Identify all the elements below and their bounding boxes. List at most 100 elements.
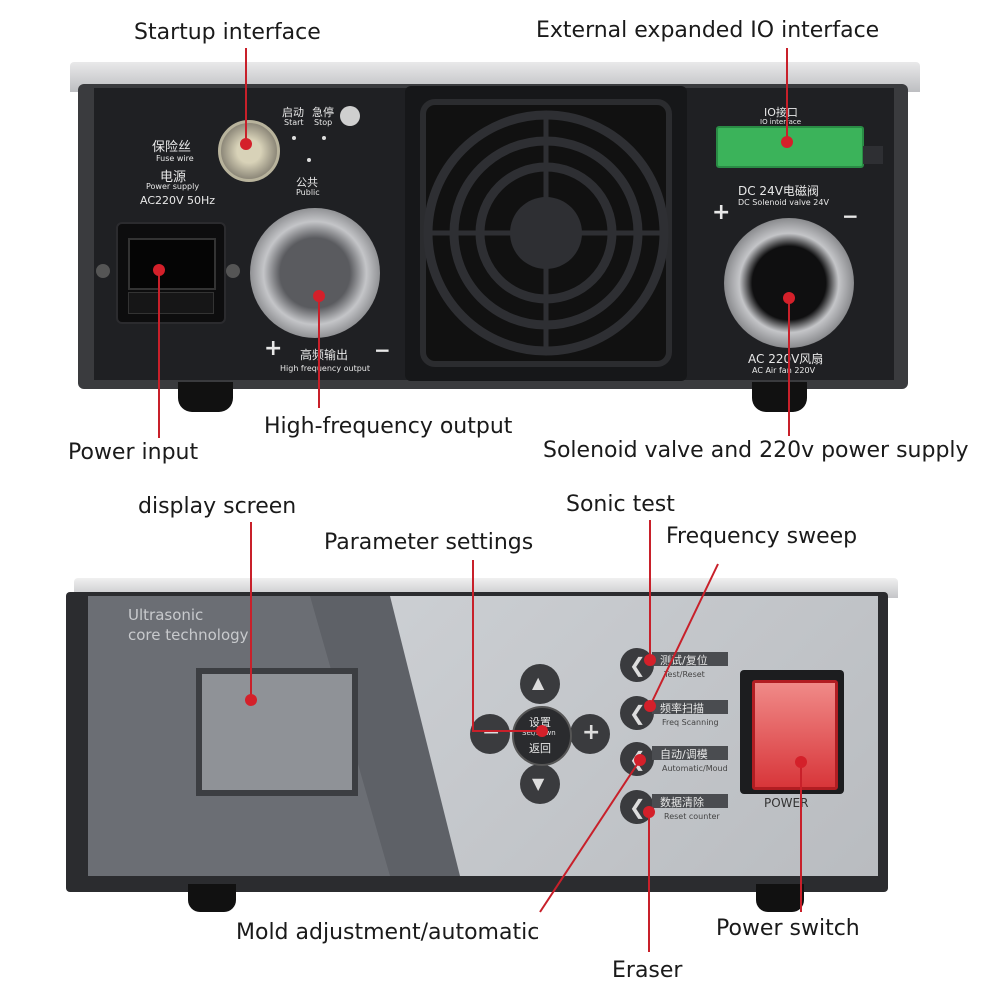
- dpad-minus-button[interactable]: −: [470, 714, 510, 754]
- leader-param-v: [472, 560, 474, 732]
- label-high-frequency-output: High-frequency output: [264, 414, 513, 439]
- stop-label-en: Stop: [314, 118, 333, 127]
- leader-sonic-test: [649, 520, 651, 660]
- startup-connector[interactable]: [218, 120, 280, 182]
- dpad-down-button[interactable]: ▼: [520, 764, 560, 804]
- test-reset-label: 测试/复位: [660, 654, 708, 667]
- label-mold-adjustment: Mold adjustment/automatic: [236, 920, 540, 945]
- public-label-en: Public: [296, 188, 320, 197]
- leader-power-switch: [800, 762, 802, 912]
- arrow-down-icon: ▼: [532, 774, 545, 793]
- leader-startup: [245, 48, 247, 146]
- label-display-screen: display screen: [138, 494, 297, 519]
- leader-display: [250, 522, 252, 702]
- plus-icon: +: [582, 720, 601, 745]
- screw-icon: [226, 264, 240, 278]
- auto-mold-label: 自动/调模: [660, 748, 708, 761]
- ac-rating-label: AC220V 50Hz: [140, 194, 216, 207]
- screw-icon: [340, 106, 360, 126]
- marker-freq-sweep: [644, 700, 656, 712]
- auto-mold-label-en: Automatic/Moud: [662, 764, 728, 773]
- hf-output-label-en: High frequency output: [280, 364, 370, 373]
- fuse-label-en: Fuse wire: [156, 154, 194, 163]
- marker-hf-output: [313, 290, 325, 302]
- label-power-switch: Power switch: [716, 916, 860, 941]
- leader-power-input: [158, 270, 160, 438]
- marker-io: [781, 136, 793, 148]
- marker-power-input: [153, 264, 165, 276]
- hf-output-label: 高频输出: [300, 348, 349, 362]
- brand-line-2: core technology: [128, 626, 249, 644]
- marker-solenoid: [783, 292, 795, 304]
- return-label: 返回: [529, 742, 551, 755]
- power-inlet[interactable]: [116, 222, 226, 324]
- fuse-label: 保险丝: [152, 140, 192, 155]
- dc-minus-label: −: [842, 204, 859, 228]
- ac-fan-label-en: AC Air fan 220V: [752, 366, 816, 375]
- high-frequency-connector[interactable]: [250, 208, 380, 338]
- label-sonic-test: Sonic test: [566, 492, 675, 517]
- front-foot-left: [188, 884, 236, 912]
- power-switch[interactable]: [752, 680, 838, 790]
- io-terminal-block[interactable]: [716, 126, 864, 168]
- dpad-plus-button[interactable]: +: [570, 714, 610, 754]
- leader-solenoid: [788, 300, 790, 436]
- chassis-hex-bolt-icon: [863, 146, 883, 164]
- start-label: 启动: [282, 106, 304, 119]
- dc-solenoid-label-en: DC Solenoid valve 24V: [738, 198, 829, 207]
- power-supply-label: 电源: [160, 170, 187, 185]
- reset-counter-label-en: Reset counter: [664, 812, 720, 821]
- label-power-input: Power input: [68, 440, 199, 465]
- rear-foot-right: [752, 382, 807, 412]
- reset-counter-label: 数据清除: [660, 796, 704, 809]
- plug-socket: [128, 238, 216, 290]
- arrow-up-icon: ▲: [532, 673, 545, 692]
- marker-sonic-test: [644, 654, 656, 666]
- leader-io: [786, 48, 788, 142]
- hf-minus-label: −: [374, 338, 391, 362]
- indicator-led-icon: [292, 136, 296, 140]
- dc-plus-label: +: [712, 200, 731, 225]
- label-eraser: Eraser: [612, 958, 683, 983]
- freq-scan-label: 频率扫描: [660, 702, 704, 715]
- auto-mold-tab: [652, 746, 728, 760]
- marker-eraser: [643, 806, 655, 818]
- io-label: IO接口: [764, 106, 798, 119]
- display-screen: [196, 668, 358, 796]
- leader-param-h: [472, 730, 542, 732]
- public-label: 公共: [296, 176, 318, 189]
- ac-fan-label: AC 220V风扇: [748, 352, 824, 366]
- label-parameter-settings: Parameter settings: [324, 530, 534, 555]
- power-supply-label-en: Power supply: [146, 182, 200, 191]
- rear-foot-left: [178, 382, 233, 412]
- indicator-led-icon: [322, 136, 326, 140]
- label-external-io: External expanded IO interface: [536, 18, 880, 43]
- marker-display: [245, 694, 257, 706]
- leader-eraser: [648, 812, 650, 952]
- leader-hf-output: [318, 296, 320, 408]
- test-reset-label-en: Test/Reset: [664, 670, 705, 679]
- marker-power-switch: [795, 756, 807, 768]
- hf-plus-label: +: [264, 336, 283, 361]
- fuse-drawer[interactable]: [128, 292, 214, 314]
- cooling-fan: [405, 86, 687, 381]
- marker-startup: [240, 138, 252, 150]
- marker-mold: [634, 754, 646, 766]
- label-startup-interface: Startup interface: [134, 20, 321, 45]
- dpad-up-button[interactable]: ▲: [520, 664, 560, 704]
- test-reset-button[interactable]: ❮: [620, 648, 654, 682]
- io-label-en: IO interface: [760, 118, 802, 126]
- screw-icon: [96, 264, 110, 278]
- minus-icon: −: [482, 720, 501, 745]
- power-label: POWER: [764, 796, 809, 810]
- label-frequency-sweep: Frequency sweep: [666, 524, 858, 549]
- freq-scan-label-en: Freq Scanning: [662, 718, 719, 727]
- marker-param: [536, 725, 548, 737]
- indicator-led-icon: [307, 158, 311, 162]
- front-foot-right: [756, 884, 804, 912]
- label-solenoid-power: Solenoid valve and 220v power supply: [543, 438, 969, 463]
- start-label-en: Start: [284, 118, 304, 127]
- stop-label: 急停: [312, 106, 334, 119]
- fan-grille-icon: [420, 99, 672, 367]
- brand-line-1: Ultrasonic: [128, 606, 204, 624]
